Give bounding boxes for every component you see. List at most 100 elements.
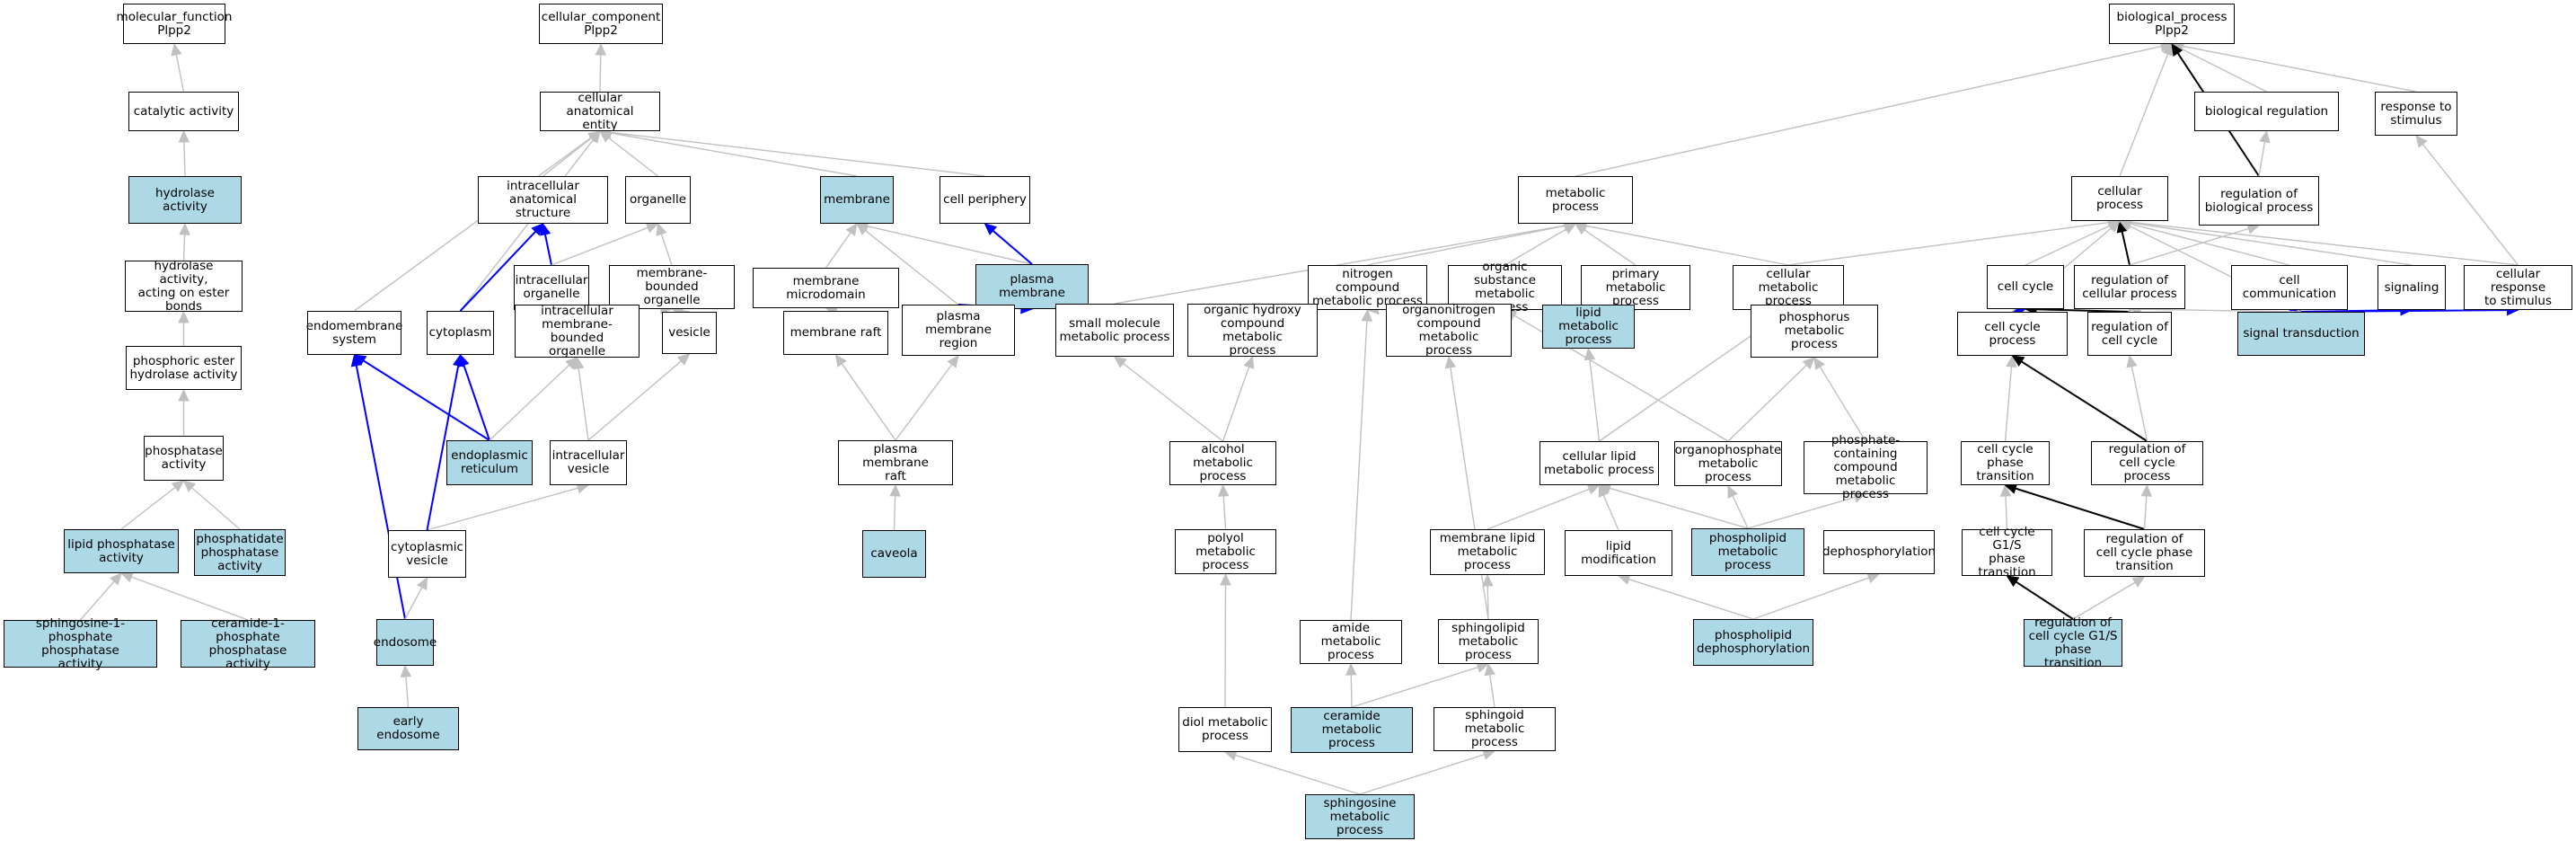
go-term-phosphatidate-phosphatase[interactable]: phosphatidate phosphatase activity	[194, 529, 286, 576]
go-term-membrane-raft[interactable]: membrane raft	[783, 311, 888, 355]
go-term-endosome[interactable]: endosome	[374, 619, 437, 666]
arrowhead-intracell-organelle-to-organelle	[645, 222, 659, 234]
go-term-reg-cc-proc[interactable]: regulation of cell cycle process	[2091, 441, 2203, 485]
go-term-c1p-phosphatase[interactable]: ceramide-1-phosphate phosphatase activit…	[181, 616, 315, 670]
go-term-phospholipid-dephos[interactable]: phospholipid dephosphorylation	[1693, 619, 1813, 666]
arrowhead-cell-resp-to-resp-stim	[2415, 135, 2428, 148]
arrowhead-s1p-phosphatase-to-lipid-phosphatase	[110, 572, 122, 586]
go-term-cyto-vesicle[interactable]: cytoplasmic vesicle	[388, 530, 466, 578]
go-term-signaling[interactable]: signaling	[2378, 265, 2446, 310]
go-term-cellular-proc[interactable]: cellular process	[2071, 176, 2168, 221]
go-term-organonitrogen[interactable]: organonitrogen compound metabolic proces…	[1386, 303, 1512, 357]
go-term-primary-met[interactable]: primary metabolic process	[1581, 265, 1690, 310]
go-term-mf-root[interactable]: molecular_function Plpp2	[117, 4, 232, 44]
go-term-intracell-mb-org[interactable]: intracellular membrane-bounded organelle	[515, 304, 640, 358]
go-term-intracell-struct[interactable]: intracellular anatomical structure	[478, 176, 608, 224]
go-term-organelle[interactable]: organelle	[625, 176, 691, 224]
go-term-cc-root[interactable]: cellular_component Plpp2	[539, 4, 663, 44]
go-term-hydrolase-ester[interactable]: hydrolase activity, acting on ester bond…	[125, 259, 243, 313]
go-term-cell-comm[interactable]: cell communication	[2231, 265, 2348, 310]
go-term-phospholipid-met[interactable]: phospholipid metabolic process	[1691, 528, 1804, 576]
go-term-membrane[interactable]: membrane	[820, 176, 894, 224]
go-term-diol-met[interactable]: diol metabolic process	[1178, 707, 1272, 752]
arrowhead-c1p-phosphatase-to-lipid-phosphatase	[119, 571, 134, 583]
go-term-sphingolipid[interactable]: sphingolipid metabolic process	[1438, 619, 1539, 664]
go-term-reg-g1s[interactable]: regulation of cell cycle G1/S phase tran…	[2024, 615, 2122, 669]
go-term-sphingosine-met[interactable]: sphingosine metabolic process	[1305, 794, 1415, 839]
go-term-bio-reg[interactable]: biological regulation	[2194, 92, 2339, 131]
go-term-caveola[interactable]: caveola	[862, 530, 926, 578]
go-term-cell-anat[interactable]: cellular anatomical entity	[540, 91, 660, 131]
go-term-small-mol[interactable]: small molecule metabolic process	[1055, 304, 1174, 357]
edge-polyol-met-to-alcohol-met	[1222, 495, 1227, 530]
go-term-membrane-bounded-org[interactable]: membrane-bounded organelle	[609, 265, 735, 309]
arrowhead-intracell-organelle-to-intracell-struct	[539, 222, 551, 236]
edge-reg-cc-proc-to-reg-cell-cycle	[2130, 366, 2148, 442]
go-term-memb-lipid[interactable]: membrane lipid metabolic process	[1430, 529, 1545, 575]
go-term-pm-raft[interactable]: plasma membrane raft	[838, 440, 953, 485]
go-term-dephos[interactable]: dephosphorylation	[1822, 530, 1936, 574]
go-term-membrane-microdomain[interactable]: membrane microdomain	[753, 268, 899, 308]
go-term-cell-resp[interactable]: cellular response to stimulus	[2464, 265, 2572, 310]
edge-bio-reg-to-bp-root	[2181, 48, 2267, 93]
go-term-nitrogen[interactable]: nitrogen compound metabolic process	[1308, 265, 1427, 310]
arrowhead-plasma-membrane-to-cell-periphery	[984, 223, 998, 235]
edge-intracell-organelle-to-intracell-struct	[543, 234, 552, 266]
go-term-organic-hydroxy[interactable]: organic hydroxy compound metabolic proce…	[1187, 303, 1318, 357]
go-term-phosphorus-met[interactable]: phosphorus metabolic process	[1751, 305, 1878, 358]
go-term-er[interactable]: endoplasmic reticulum	[446, 440, 533, 485]
go-term-reg-bio[interactable]: regulation of biological process	[2199, 176, 2319, 226]
go-term-cell-periphery[interactable]: cell periphery	[940, 176, 1030, 224]
go-term-resp-stim[interactable]: response to stimulus	[2375, 92, 2457, 136]
go-term-endomembrane[interactable]: endomembrane system	[306, 311, 402, 355]
go-term-amide-met[interactable]: amide metabolic process	[1300, 620, 1402, 664]
go-term-intracell-organelle[interactable]: intracellular organelle	[514, 265, 589, 310]
go-term-cell-cycle-proc[interactable]: cell cycle process	[1957, 312, 2068, 356]
edge-er-to-endomembrane	[363, 359, 490, 441]
arrowhead-reg-cc-phase-to-reg-cc-proc	[2140, 483, 2153, 497]
go-term-s1p-phosphatase[interactable]: sphingosine-1-phosphate phosphatase acti…	[4, 616, 157, 670]
edge-intracell-struct-to-cell-anat	[543, 137, 593, 177]
go-term-pm-region[interactable]: plasma membrane region	[902, 305, 1015, 356]
go-term-g1s-trans[interactable]: cell cycle G1/S phase transition	[1962, 526, 2052, 580]
go-term-early-endosome[interactable]: early endosome	[357, 707, 459, 750]
edge-phospholipid-met-to-cell-lipid	[1609, 487, 1749, 529]
arrowhead-cytoplasm-to-cell-anat	[588, 130, 601, 144]
edge-pm-raft-to-membrane-raft	[841, 363, 896, 441]
go-term-organophosphate[interactable]: organophosphate metabolic process	[1674, 441, 1782, 486]
go-term-hydrolase[interactable]: hydrolase activity	[128, 176, 242, 224]
edge-plasma-membrane-to-cell-periphery	[992, 230, 1033, 265]
go-term-cellular-met[interactable]: cellular metabolic process	[1733, 265, 1844, 310]
edge-amide-met-to-nitrogen	[1350, 320, 1368, 621]
edge-cellular-met-to-cellular-proc	[1787, 221, 2110, 266]
go-term-bp-root[interactable]: biological_process Plpp2	[2109, 4, 2235, 44]
go-term-metabolic[interactable]: metabolic process	[1518, 176, 1633, 224]
edge-intracell-vesicle-to-vesicle	[587, 360, 682, 441]
go-term-cytoplasm[interactable]: cytoplasm	[427, 311, 494, 355]
go-term-lipid-met[interactable]: lipid metabolic process	[1542, 305, 1635, 349]
go-term-phosphate-cont[interactable]: phosphate-containing compound metabolic …	[1804, 434, 1928, 501]
go-term-sphingoid-met[interactable]: sphingoid metabolic process	[1434, 707, 1556, 751]
edge-sphingolipid-to-organonitrogen	[1450, 367, 1489, 620]
go-term-intracell-vesicle[interactable]: intracellular vesicle	[550, 440, 627, 485]
go-term-lipid-mod[interactable]: lipid modification	[1565, 530, 1672, 576]
go-term-catalytic[interactable]: catalytic activity	[128, 92, 239, 131]
go-term-phosphatase[interactable]: phosphatase activity	[144, 436, 224, 481]
go-term-polyol-met[interactable]: polyol metabolic process	[1175, 529, 1276, 574]
go-term-reg-cellular[interactable]: regulation of cellular process	[2074, 265, 2185, 309]
go-term-reg-cc-phase[interactable]: regulation of cell cycle phase transitio…	[2084, 529, 2205, 577]
go-term-cell-cycle[interactable]: cell cycle	[1987, 265, 2064, 309]
go-term-signal-trans[interactable]: signal transduction	[2237, 312, 2365, 356]
go-term-alcohol-met[interactable]: alcohol metabolic process	[1169, 441, 1276, 485]
go-term-vesicle[interactable]: vesicle	[662, 312, 717, 354]
go-term-reg-cell-cycle[interactable]: regulation of cell cycle	[2087, 312, 2172, 356]
go-term-plasma-membrane[interactable]: plasma membrane	[975, 264, 1089, 309]
edge-pm-region-to-membrane	[864, 229, 959, 305]
edge-membrane-to-cell-anat	[610, 132, 858, 177]
go-term-ceramide-met[interactable]: ceramide metabolic process	[1291, 707, 1413, 753]
go-term-cc-phase-trans[interactable]: cell cycle phase transition	[1961, 441, 2050, 485]
go-term-lipid-phosphatase[interactable]: lipid phosphatase activity	[64, 529, 179, 573]
go-term-phosphoric-ester[interactable]: phosphoric ester hydrolase activity	[126, 346, 242, 390]
go-term-cell-lipid[interactable]: cellular lipid metabolic process	[1539, 441, 1659, 485]
edge-sphingoid-met-to-sphingolipid	[1489, 674, 1495, 708]
